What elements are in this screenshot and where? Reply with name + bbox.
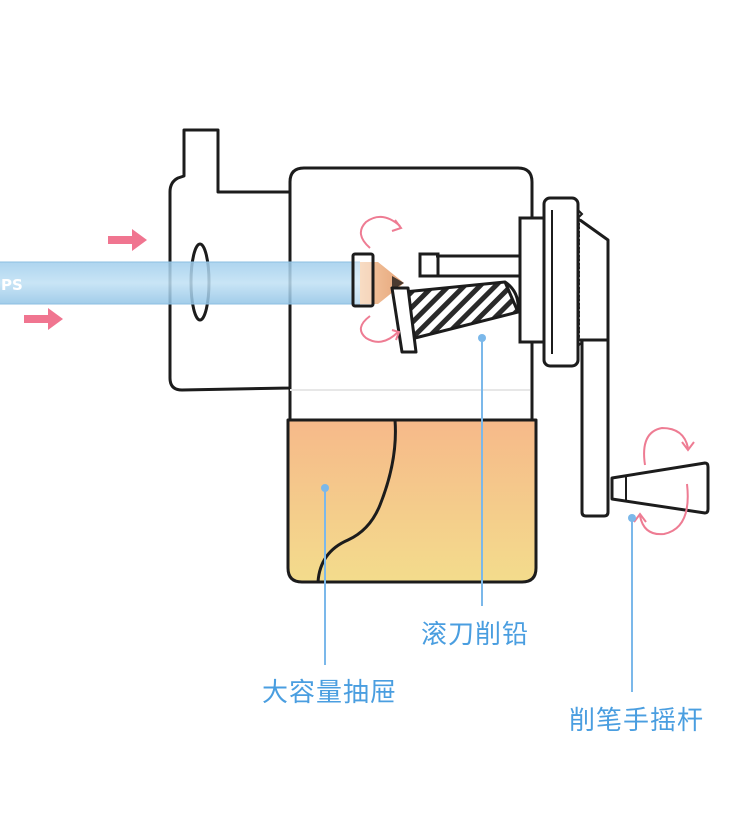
sharpener-left-housing [168, 128, 292, 392]
rotation-arrow-icon [359, 215, 403, 249]
drawer-handle-curve [316, 419, 397, 583]
rotation-arrow-icon [359, 315, 401, 343]
rotation-arrow-icon [633, 483, 689, 536]
blade-label: 滚刀削铅 [421, 620, 530, 650]
drawer [286, 418, 538, 584]
rolling-blade-cutter [390, 280, 520, 354]
leader-line-blade [478, 334, 486, 606]
leader-line-crank [628, 514, 636, 692]
feed-arrow-icon [24, 308, 63, 330]
feed-arrow-icon [108, 229, 147, 251]
leader-line-drawer [321, 484, 329, 665]
crank-label: 削笔手摇杆 [569, 706, 705, 736]
pencil: PS [0, 261, 404, 305]
drawer-label: 大容量抽屉 [262, 678, 398, 708]
gear-wheel [542, 196, 584, 368]
pencil-brand-text: PS [1, 276, 23, 294]
crank-handle [610, 461, 710, 515]
pencil-clamp [351, 252, 375, 308]
rotation-arrow-icon [643, 426, 695, 466]
gear-plate [518, 216, 546, 344]
crank-arm [579, 218, 610, 518]
